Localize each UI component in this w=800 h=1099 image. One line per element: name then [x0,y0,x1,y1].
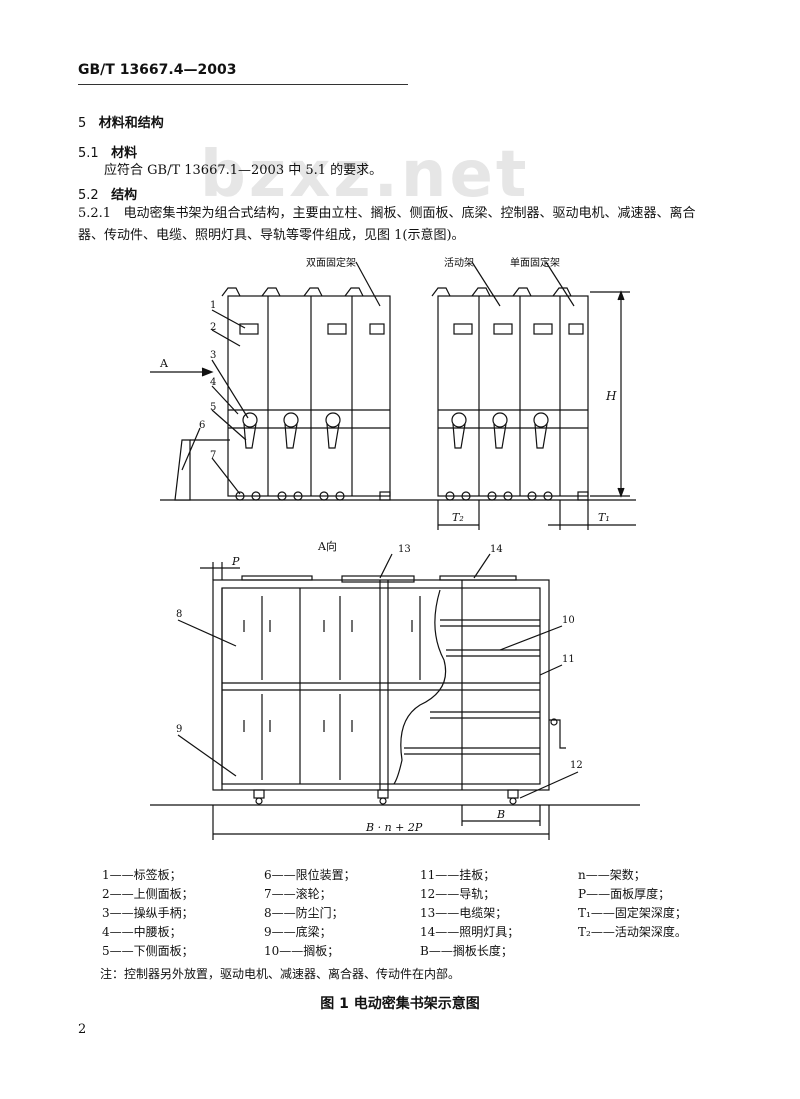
legend-item: 12——导轨； [420,887,496,901]
watermark: bzxz.net [200,138,530,212]
label-mobile: 活动架 [444,257,474,269]
section-5-heading: 5 材料和结构 [78,112,164,131]
legend-col-4: n——架数； P——面板厚度； T₁——固定架深度； T₂——活动架深度。 [578,866,687,942]
callout-1: 1 [210,300,216,311]
callout-6: 6 [199,420,205,431]
label-double-fixed: 双面固定架 [306,256,356,269]
section-number: 5.1 [78,146,99,161]
legend-col-2: 6——限位装置； 7——滚轮； 8——防尘门； 9——底梁； 10——搁板； [264,866,356,961]
callout-13: 13 [398,544,411,555]
legend-item: 13——电缆架； [420,906,508,920]
legend-item: 7——滚轮； [264,887,332,901]
callout-5: 5 [210,402,216,413]
header-rule [78,84,408,85]
dim-b: B [496,808,505,821]
dim-h: H [605,389,617,403]
legend-item: T₁——固定架深度； [578,906,687,920]
callout-11: 11 [562,654,575,665]
section-5-2-1-paragraph: 5.2.1 电动密集书架为组合式结构，主要由立柱、搁板、侧面板、底梁、控制器、驱… [78,203,738,225]
section-number: 5 [78,116,87,131]
callout-3: 3 [210,350,216,361]
callout-2: 2 [210,322,216,333]
section-5-2-heading: 5.2 结构 [78,184,137,203]
legend-item: P——面板厚度； [578,887,671,901]
dim-t2: T₂ [452,511,464,524]
section-title: 材料 [111,146,138,161]
legend-item: B——搁板长度； [420,944,513,958]
legend-item: 2——上侧面板； [102,887,194,901]
legend-item: 1——标签板； [102,868,182,882]
section-5-1-body: 应符合 GB/T 13667.1—2003 中 5.1 的要求。 [104,163,383,178]
legend-col-3: 11——挂板； 12——导轨； 13——电缆架； 14——照明灯具； B——搁板… [420,866,519,961]
legend-item: 4——中腰板； [102,925,182,939]
callout-12: 12 [570,760,583,771]
section-number: 5.2 [78,188,99,203]
page-number: 2 [78,1022,87,1037]
callout-4: 4 [210,377,216,388]
legend-item: 10——搁板； [264,944,340,958]
legend-item: 6——限位装置； [264,868,356,882]
section-number: 5.2.1 [78,206,112,221]
paragraph-line-2: 器、传动件、电缆、照明灯具、导轨等零件组成，见图 1(示意图)。 [78,228,465,243]
arrow-label-a: A [159,357,169,370]
legend-item: 9——底梁； [264,925,332,939]
section-5-1-heading: 5.1 材料 [78,142,137,161]
legend-item: 14——照明灯具； [420,925,520,939]
legend-item: 3——操纵手柄； [102,906,194,920]
figure-note: 注：控制器另外放置，驱动电机、减速器、离合器、传动件在内部。 [100,967,461,981]
dim-t1: T₁ [598,511,610,524]
view-label: A向 [317,539,337,553]
callout-8: 8 [176,609,182,620]
legend-item: 11——挂板； [420,868,496,882]
section-title: 结构 [111,188,138,203]
dim-total: B · n + 2P [365,821,423,834]
side-view-drawing [150,261,636,530]
legend-item: n——架数； [578,868,646,882]
dim-p: P [231,555,240,568]
front-view-drawing [150,553,640,840]
figure-caption: 图 1 电动密集书架示意图 [320,996,480,1012]
legend-col-1: 1——标签板； 2——上侧面板； 3——操纵手柄； 4——中腰板； 5——下侧面… [102,866,194,961]
paragraph-line-1: 电动密集书架为组合式结构，主要由立柱、搁板、侧面板、底梁、控制器、驱动电机、减速… [123,206,696,221]
legend-item: 8——防尘门； [264,906,344,920]
callout-14: 14 [490,544,503,555]
label-single-fixed: 单面固定架 [510,256,560,269]
callout-7: 7 [210,450,216,461]
section-title: 材料和结构 [98,116,164,131]
legend-item: T₂——活动架深度。 [578,925,687,939]
standard-number: GB/T 13667.4—2003 [78,62,237,78]
callout-10: 10 [562,615,575,626]
legend-item: 5——下侧面板； [102,944,194,958]
callout-9: 9 [176,724,182,735]
